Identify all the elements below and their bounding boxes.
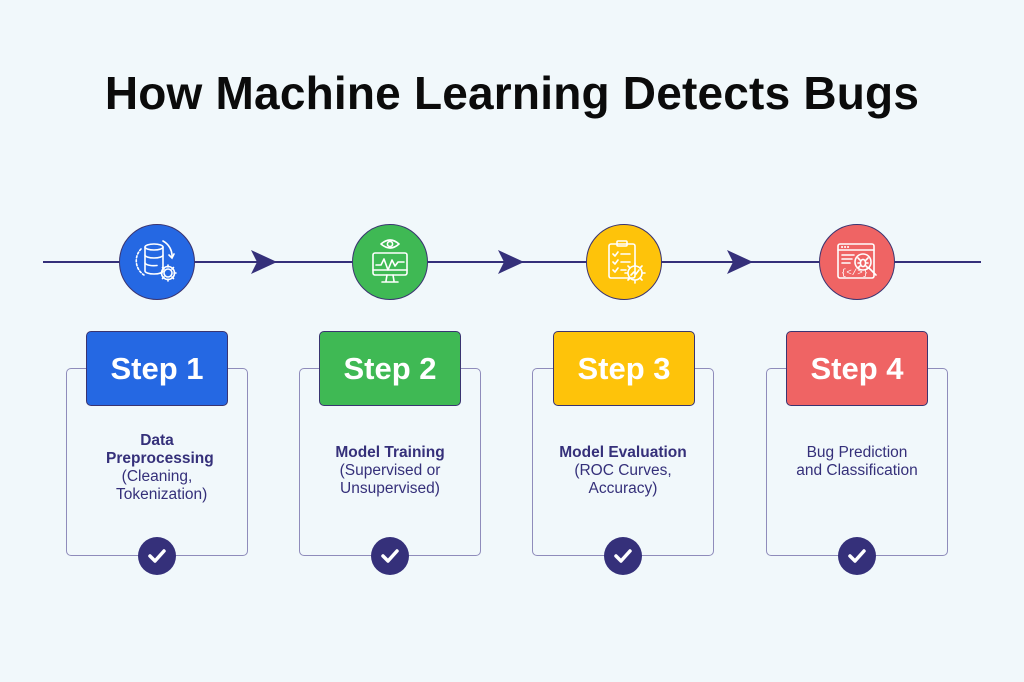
- step-3-check-icon: [604, 537, 642, 575]
- step-3-badge: Step 3: [553, 331, 695, 406]
- clipboard-checklist-gear-icon: [608, 240, 646, 284]
- step-1-detail: (Cleaning, Tokenization): [116, 468, 208, 503]
- step-1-title: Data Preprocessing: [106, 432, 214, 467]
- step-3-title: Model Evaluation: [559, 444, 687, 461]
- step-3-detail: (ROC Curves, Accuracy): [574, 462, 672, 497]
- step-3-icon-circle: [586, 224, 662, 300]
- step-4-check-icon: [838, 537, 876, 575]
- database-sync-gear-icon: [135, 240, 177, 282]
- step-2-detail: (Supervised or Unsupervised): [339, 462, 441, 497]
- step-2-description: Model Training (Supervised or Unsupervis…: [299, 444, 481, 498]
- svg-text:{</>}: {</>}: [841, 268, 868, 278]
- arrow-right-icon: [498, 250, 524, 274]
- step-4-badge: Step 4: [786, 331, 928, 406]
- step-1-check-icon: [138, 537, 176, 575]
- step-2-badge: Step 2: [319, 331, 461, 406]
- step-3-description: Model Evaluation (ROC Curves, Accuracy): [532, 444, 714, 498]
- arrow-right-icon: [727, 250, 753, 274]
- arrow-right-icon: [251, 250, 277, 274]
- monitor-eye-pulse-icon: [372, 239, 408, 283]
- step-1-badge: Step 1: [86, 331, 228, 406]
- step-2-check-icon: [371, 537, 409, 575]
- step-2-title: Model Training: [335, 444, 445, 461]
- code-window-bug-search-icon: {</>}: [837, 243, 877, 279]
- step-4-icon-circle: {</>}: [819, 224, 895, 300]
- step-4-detail: Bug Prediction and Classification: [796, 444, 918, 479]
- step-4-description: Bug Prediction and Classification: [766, 444, 948, 480]
- page-title: How Machine Learning Detects Bugs: [104, 67, 920, 119]
- step-1-icon-circle: [119, 224, 195, 300]
- step-1-description: Data Preprocessing (Cleaning, Tokenizati…: [66, 432, 248, 504]
- step-2-icon-circle: [352, 224, 428, 300]
